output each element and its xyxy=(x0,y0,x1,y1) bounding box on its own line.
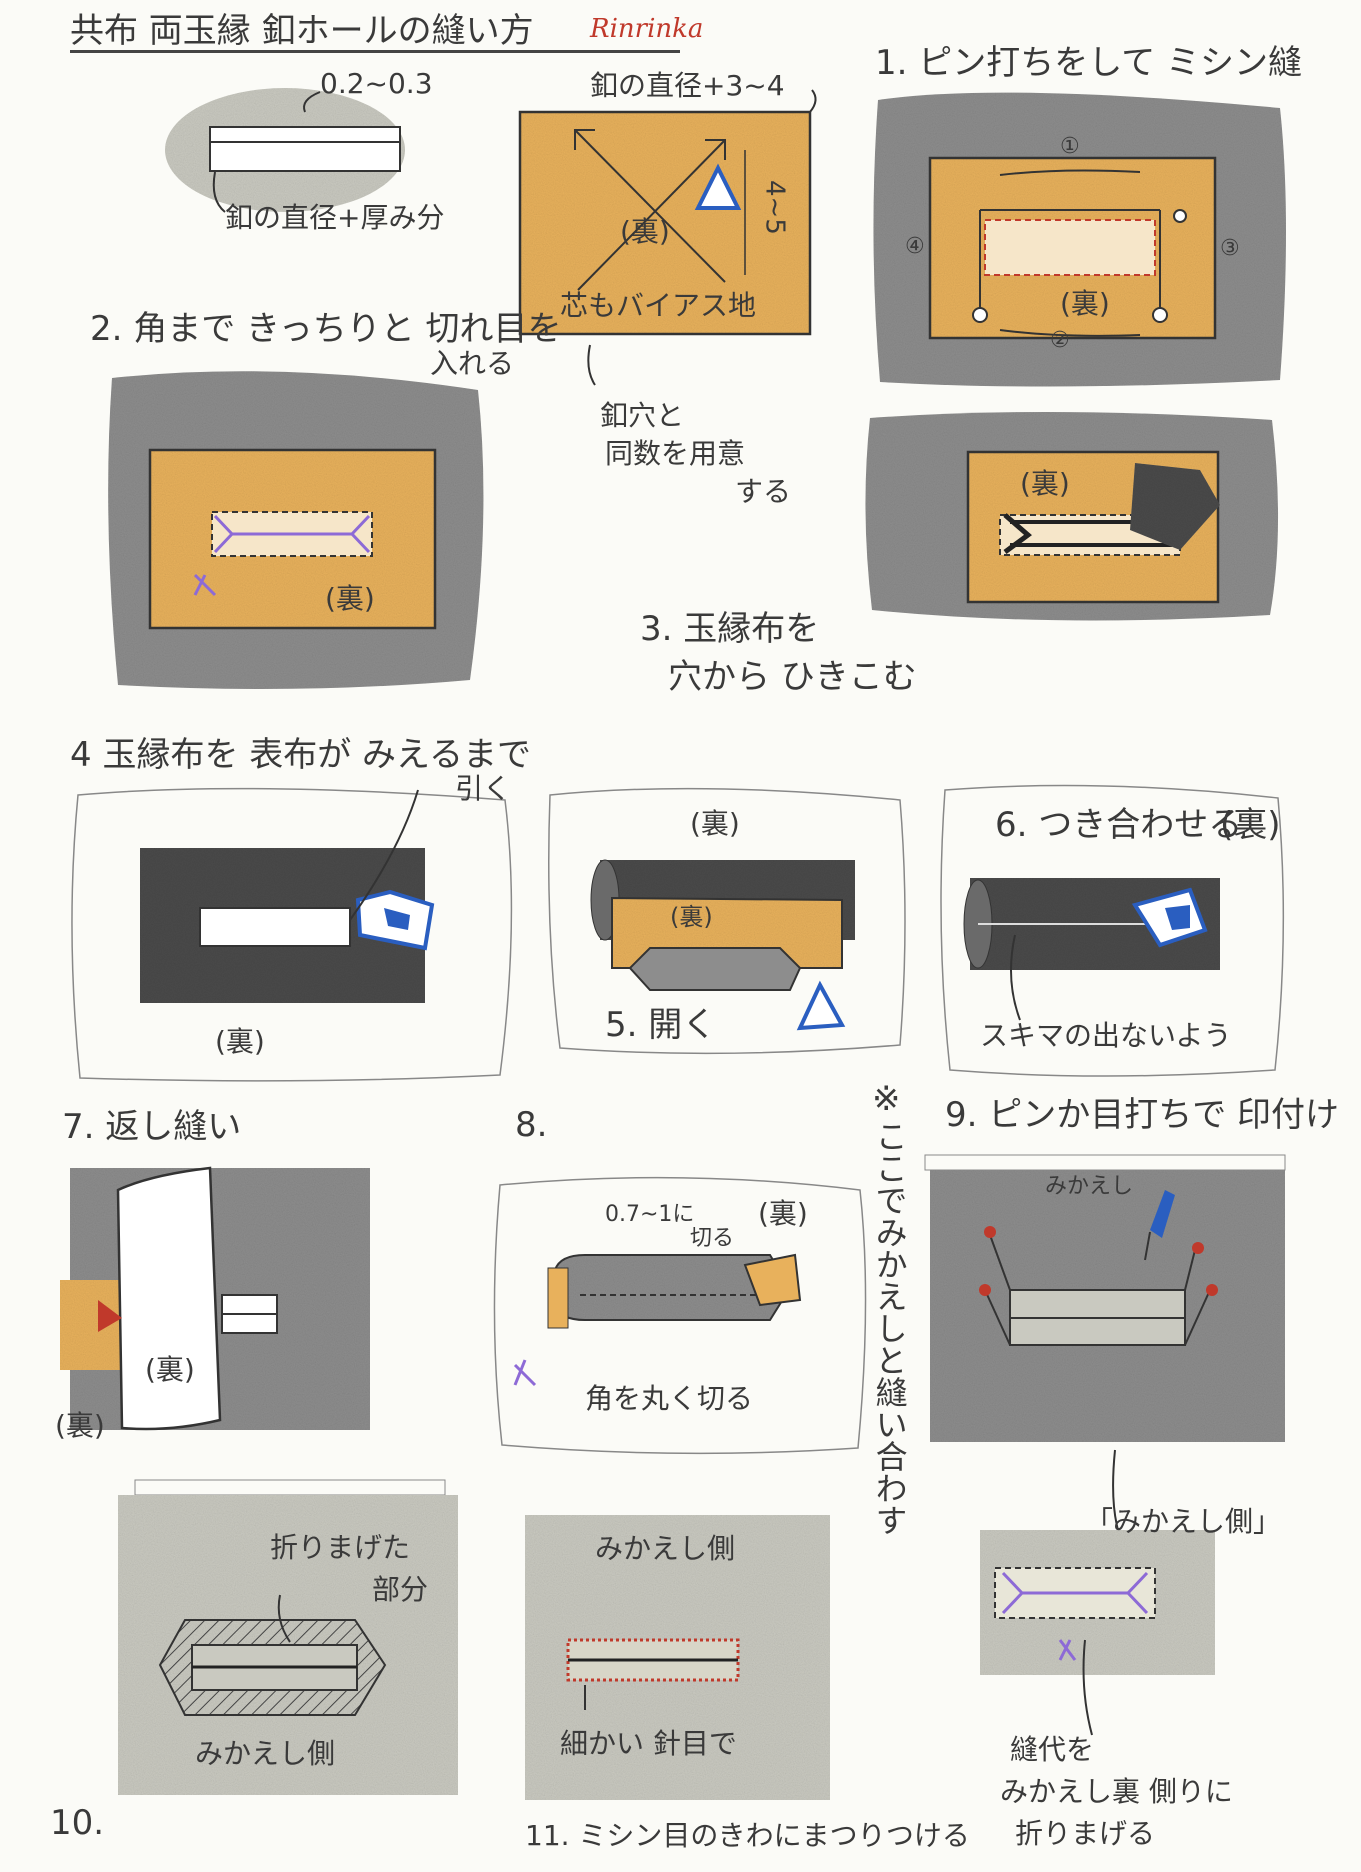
step5-back-inner: (裏) xyxy=(670,903,713,931)
step9-facing-side: 「みかえし側」 xyxy=(1085,1505,1282,1538)
step4-label: 4 玉縁布を 表布が みえるまで xyxy=(70,735,532,775)
step9-star: ※ xyxy=(872,1079,901,1119)
step7-diagram xyxy=(60,1166,370,1431)
step8-cut-2: 切る xyxy=(690,1226,735,1251)
strip-thickness-label: 0.2~0.3 xyxy=(320,67,433,100)
step9-facing-label: みかえし xyxy=(1045,1174,1134,1199)
step9-seam-2: みかえし裏 側りに xyxy=(1000,1775,1233,1808)
step4-label-2: 引く xyxy=(455,772,512,805)
step7-back-panel: (裏) xyxy=(145,1353,195,1386)
step1-back-label: (裏) xyxy=(1060,287,1110,320)
step6-diagram xyxy=(940,784,1285,1077)
step9-diagram xyxy=(924,1154,1286,1736)
fabric-height-label: 4~5 xyxy=(759,180,790,235)
step2-label: 2. 角まで きっちりと 切れ目を xyxy=(90,309,562,349)
step2-diagram xyxy=(108,371,484,689)
step8-label: 8. xyxy=(515,1105,548,1145)
step10-folded-1: 折りまげた xyxy=(270,1531,411,1564)
step11-fine: 細かい 針目で xyxy=(560,1727,737,1760)
step1-diagram xyxy=(873,92,1286,387)
strip-width-label: 釦の直径+厚み分 xyxy=(225,201,445,234)
fabric-back-label: (裏) xyxy=(620,215,670,248)
step9-side-note: ここでみかえしと縫い合わす xyxy=(870,1120,909,1536)
step10-facing: みかえし側 xyxy=(195,1737,336,1770)
step1-label: 1. ピン打ちをして ミシン縫 xyxy=(875,43,1303,83)
step9-seam-1: 縫代を xyxy=(1010,1733,1095,1766)
step6-back-label: (裏) xyxy=(1220,805,1281,845)
step2-back-label: (裏) xyxy=(325,582,375,615)
step3-diagram xyxy=(865,411,1279,621)
step2-label-2: 入れる xyxy=(430,347,515,380)
fabric-width-label: 釦の直径+3~4 xyxy=(590,69,785,102)
step7-label: 7. 返し縫い xyxy=(62,1107,242,1147)
prepare-line-1: 釦穴と xyxy=(600,399,685,432)
step4-diagram xyxy=(71,787,513,1082)
step8-back-label: (裏) xyxy=(758,1197,808,1230)
step9-label: 9. ピンか目打ちで 印付け xyxy=(945,1095,1340,1135)
step8-cut-1: 0.7~1に xyxy=(605,1202,695,1227)
interfacing-label: 芯もバイアス地 xyxy=(560,289,757,322)
step1-num-4: ④ xyxy=(905,234,925,259)
step10-label: 10. xyxy=(50,1803,105,1843)
step8-diagram xyxy=(493,1176,867,1455)
step11-diagram xyxy=(525,1515,830,1800)
strip-diagram xyxy=(165,88,405,213)
prepare-line-3: する xyxy=(735,475,792,508)
prepare-line-2: 同数を用意 xyxy=(605,437,746,470)
title-underline xyxy=(70,50,680,53)
step8-round: 角を丸く切る xyxy=(585,1382,754,1415)
step3-label: 3. 玉縁布を xyxy=(640,609,820,649)
page-title: 共布 両玉縁 釦ホールの縫い方 xyxy=(70,11,534,51)
fabric-rectangle-diagram xyxy=(518,89,817,386)
step3-label-2: 穴から ひきこむ xyxy=(668,657,917,697)
step10-folded-2: 部分 xyxy=(372,1573,429,1606)
brand-signature: Rinrinka xyxy=(590,14,704,44)
step6-label: 6. つき合わせる xyxy=(995,805,1243,845)
step5-diagram xyxy=(548,787,906,1055)
step4-back-label: (裏) xyxy=(215,1025,265,1058)
step11-label: 11. ミシン目のきわにまつりつける xyxy=(525,1819,970,1852)
step1-num-1: ① xyxy=(1060,134,1080,159)
step3-back-label: (裏) xyxy=(1020,467,1070,500)
step5-label: 5. 開く xyxy=(605,1005,717,1045)
step10-diagram xyxy=(118,1479,458,1795)
step1-num-2: ② xyxy=(1050,328,1070,353)
step9-seam-3: 折りまげる xyxy=(1015,1817,1156,1850)
step6-note: スキマの出ないよう xyxy=(980,1019,1232,1052)
step11-facing: みかえし側 xyxy=(595,1532,736,1565)
step5-back-top: (裏) xyxy=(690,807,740,840)
step1-num-3: ③ xyxy=(1220,236,1240,261)
step7-back-side: (裏) xyxy=(55,1409,105,1442)
